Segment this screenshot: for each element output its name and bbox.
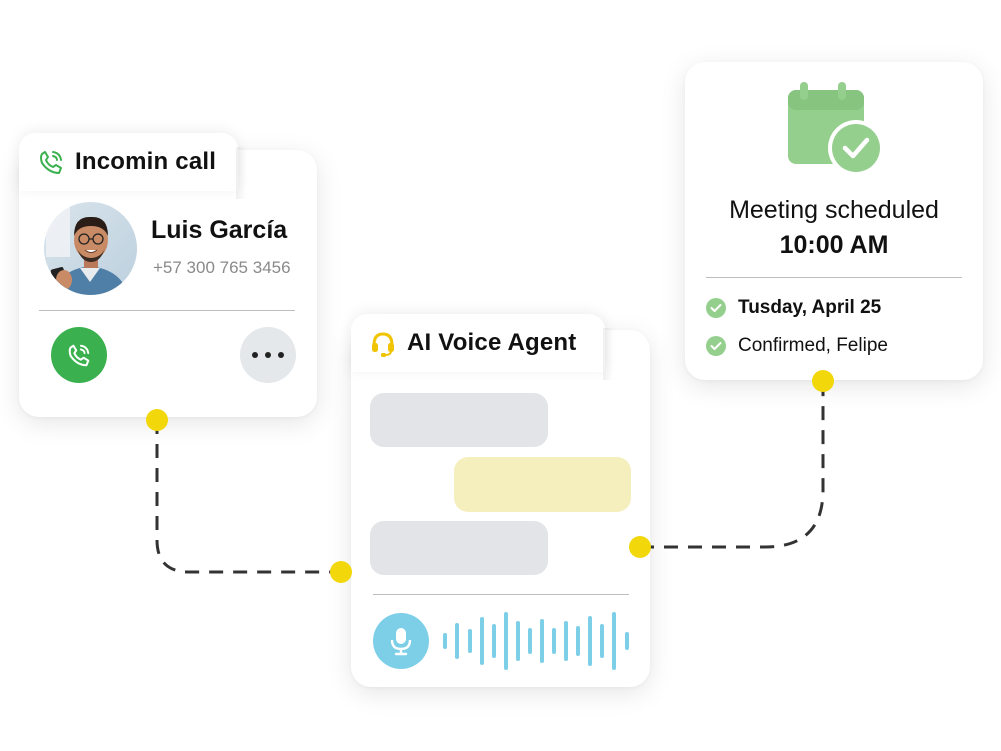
check-circle-icon <box>706 298 726 318</box>
voice-agent-tab: AI Voice Agent <box>351 314 613 380</box>
more-options-button[interactable] <box>240 327 296 383</box>
meeting-title: Meeting scheduled <box>729 196 939 224</box>
incoming-call-tab: Incomin call <box>19 133 246 199</box>
check-circle-icon <box>706 336 726 356</box>
chat-bubble-incoming <box>370 393 548 447</box>
chat-bubble-outgoing <box>454 457 631 512</box>
microphone-button[interactable] <box>373 613 429 669</box>
calendar-check-icon <box>788 82 884 176</box>
connector-dot <box>812 370 834 392</box>
caller-name: Luis García <box>151 216 288 244</box>
meeting-divider <box>706 277 962 278</box>
connector-dot <box>629 536 651 558</box>
microphone-icon <box>390 628 412 656</box>
meeting-date-text: Tusday, April 25 <box>738 297 882 318</box>
voice-waveform <box>443 612 629 670</box>
connector-dot <box>330 561 352 583</box>
incoming-call-title: Incomin call <box>75 148 217 175</box>
meeting-confirmed-text: Confirmed, Felipe <box>738 335 888 356</box>
caller-avatar <box>44 202 137 295</box>
more-icon <box>252 352 284 358</box>
caller-phone: +57 300 765 3456 <box>153 258 291 277</box>
headset-icon <box>369 329 397 357</box>
meeting-item-confirmed: Confirmed, Felipe <box>706 335 888 357</box>
meeting-time: 10:00 AM <box>779 231 889 259</box>
voice-agent-title: AI Voice Agent <box>407 329 577 356</box>
chat-bubble-incoming <box>370 521 548 575</box>
meeting-item-date: Tusday, April 25 <box>706 297 881 319</box>
connector-dot <box>146 409 168 431</box>
agent-divider <box>373 594 629 595</box>
phone-icon <box>68 344 90 367</box>
answer-call-button[interactable] <box>51 327 107 383</box>
phone-ring-icon <box>37 148 65 176</box>
call-divider <box>39 310 295 311</box>
